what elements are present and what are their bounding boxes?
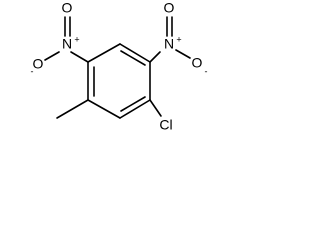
- chemical-structure-diagram: N + O O - N + O O - Cl: [31, 0, 208, 133]
- right-nitro-top-oxygen-label: O: [164, 0, 175, 16]
- right-nitro-side-oxygen-label: O: [192, 55, 203, 71]
- ring-bond-c3-c4: [119, 99, 151, 119]
- bond-ring-to-methyl: [56, 99, 89, 119]
- ring-bond-c1-c2: [119, 43, 151, 63]
- left-nitro-side-oxygen-label: O: [33, 56, 44, 72]
- right-nitro-nitrogen-charge: +: [176, 34, 181, 44]
- ring-bond-c4-c5: [87, 99, 121, 119]
- left-nitro-nitrogen-label: N: [62, 36, 72, 52]
- right-nitro-single-bond: [175, 49, 191, 59]
- left-nitro-side-oxygen-charge: -: [31, 66, 34, 76]
- left-nitro-nitrogen-charge: +: [74, 34, 79, 44]
- chloro-label: Cl: [159, 117, 172, 133]
- right-nitro-side-oxygen-charge: -: [205, 66, 208, 76]
- bond-ring-to-left-nitro-n: [70, 51, 89, 63]
- ring-inner-bond-top-right: [120, 50, 146, 66]
- left-nitro-top-oxygen-label: O: [62, 0, 73, 16]
- ring-bond-c6-c1: [87, 43, 121, 63]
- bond-ring-to-chloro: [149, 99, 162, 117]
- bond-ring-to-right-nitro-n: [149, 51, 161, 63]
- left-nitro-single-bond: [44, 51, 60, 61]
- ring-inner-bond-bottom-right: [120, 96, 146, 112]
- right-nitro-nitrogen-label: N: [164, 36, 174, 52]
